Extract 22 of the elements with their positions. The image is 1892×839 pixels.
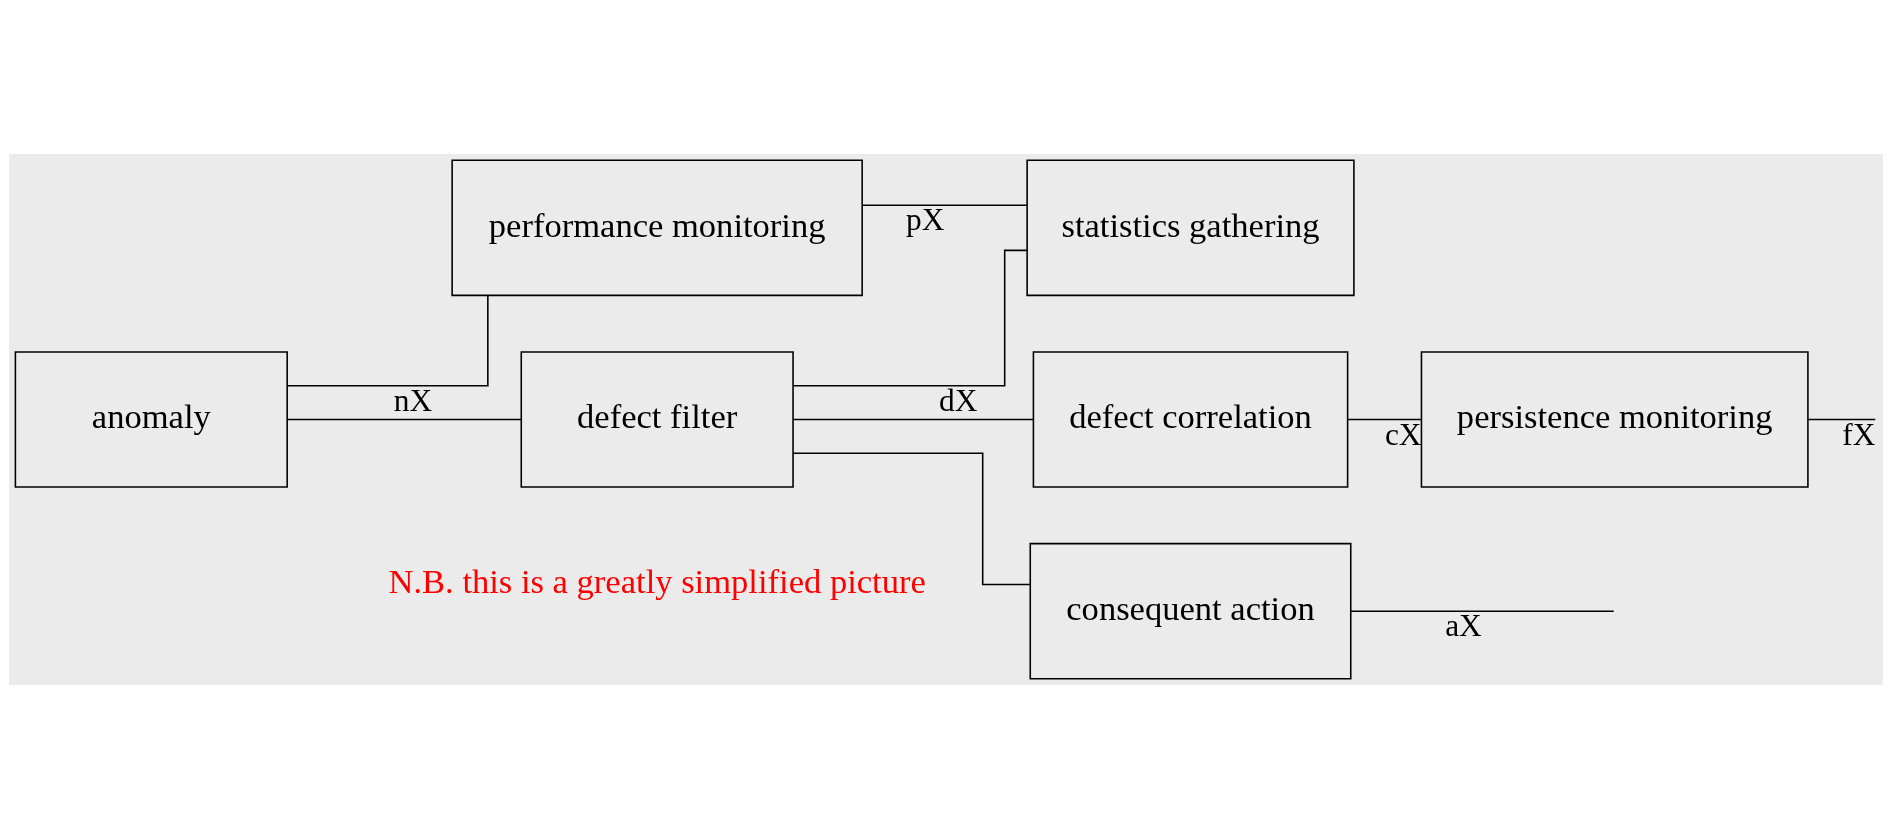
edge-label: nX	[393, 382, 433, 418]
edge-label: fX	[1842, 416, 1876, 452]
edge-label: cX	[1384, 416, 1422, 452]
connector	[792, 452, 1031, 586]
node-box: performance monitoring	[451, 159, 863, 297]
connector	[861, 204, 1028, 207]
edge-label: pX	[905, 202, 945, 238]
connector	[792, 418, 1034, 421]
node-box: defect filter	[520, 351, 794, 488]
node-box: anomaly	[14, 351, 288, 488]
connector	[286, 418, 522, 421]
label: N.B. this is a greatly simplified picture	[388, 562, 926, 601]
node-box: consequent action	[1029, 542, 1352, 680]
edge-label: dX	[938, 382, 978, 418]
node-box: defect correlation	[1032, 351, 1349, 488]
node-box: persistence monitoring	[1420, 351, 1809, 488]
connector	[1350, 610, 1615, 612]
node-box: statistics gathering	[1026, 159, 1355, 297]
connector	[1347, 418, 1422, 421]
connector	[286, 294, 489, 387]
connector	[1807, 418, 1877, 421]
edge-label: aX	[1445, 608, 1482, 644]
